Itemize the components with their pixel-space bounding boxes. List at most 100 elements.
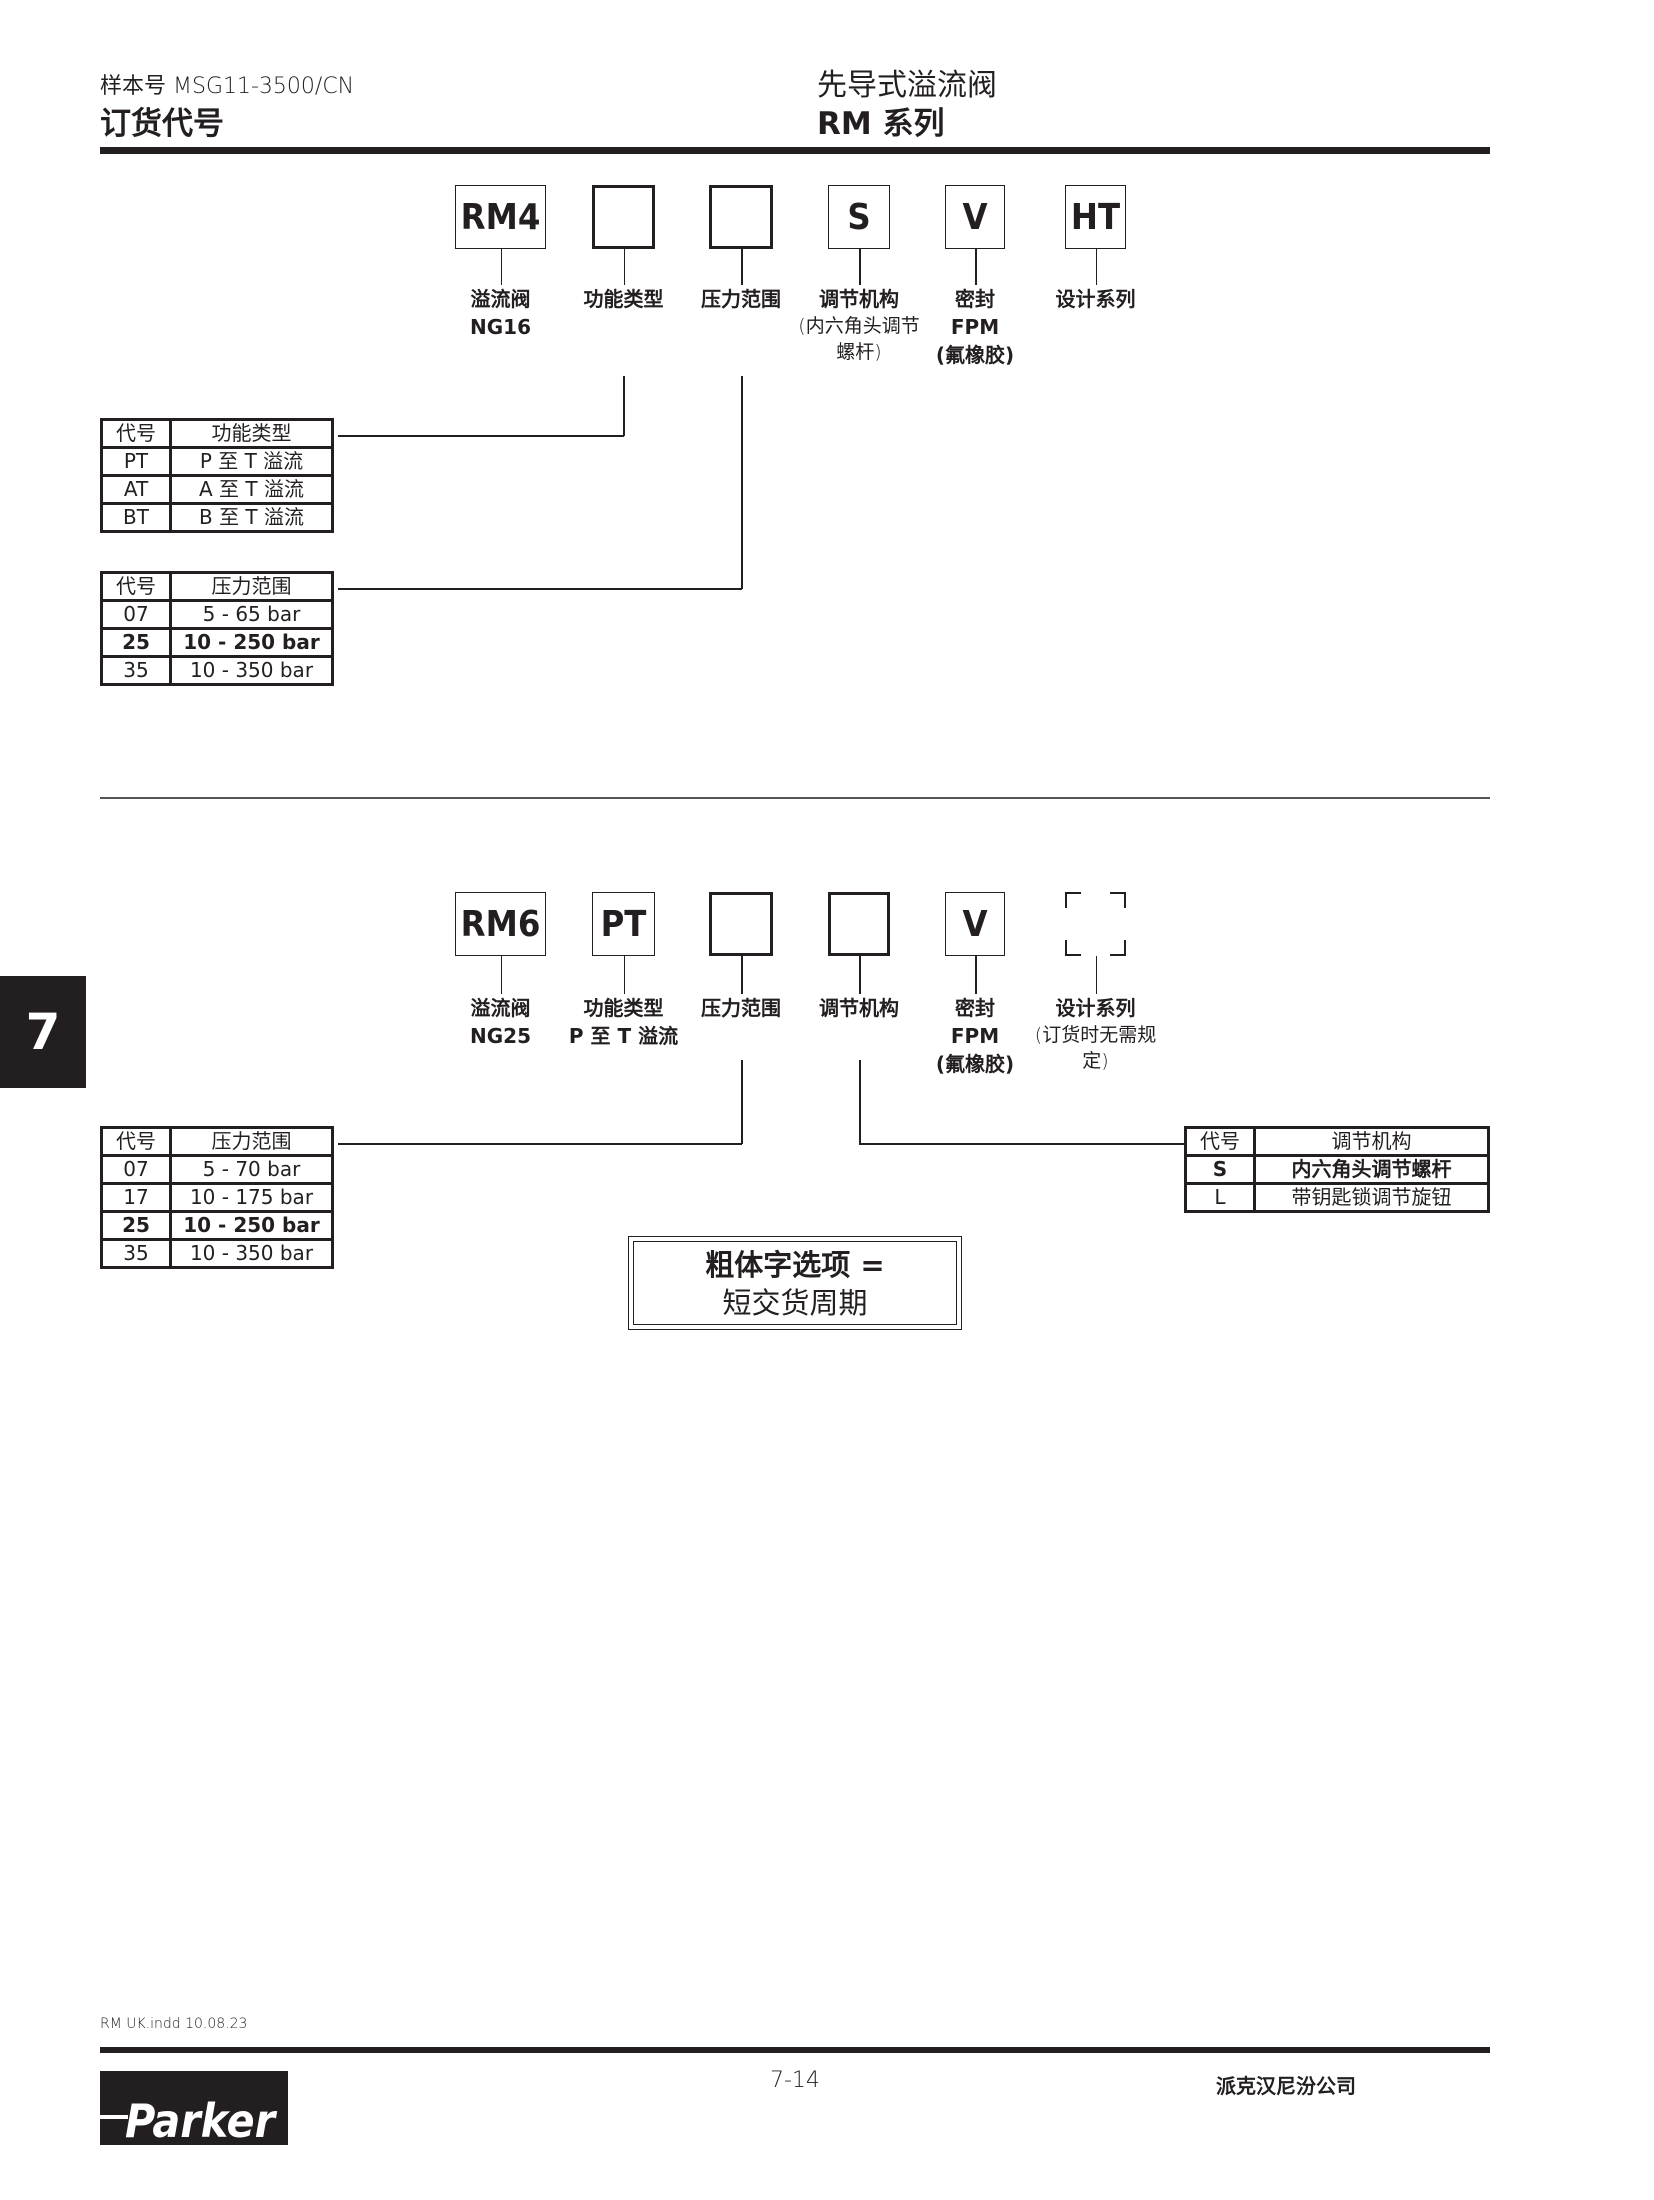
table-header: 代号压力范围	[100, 571, 334, 602]
label-main: 调节机构	[819, 287, 899, 311]
page-number: 7-14	[770, 2068, 820, 2093]
value-cell: P 至 T 溢流	[169, 446, 334, 477]
table-header: 代号压力范围	[100, 1126, 334, 1157]
table-header: 代号功能类型	[100, 418, 334, 449]
value-cell: A 至 T 溢流	[169, 474, 334, 505]
connector-line	[338, 435, 624, 437]
label-sub: FPM	[950, 1024, 1000, 1048]
table-header: 代号调节机构	[1184, 1126, 1490, 1157]
code-box-2	[592, 185, 655, 249]
connector-line	[741, 1060, 743, 1144]
code-leader-line	[975, 956, 977, 994]
dashed-corner	[1110, 892, 1126, 908]
label-main: 功能类型	[583, 287, 664, 311]
code-cell: S	[1184, 1154, 1256, 1185]
code-cell: 07	[100, 599, 172, 630]
label-sub2: (氟橡胶)	[935, 1052, 1015, 1076]
value-cell: 10 - 250 bar	[169, 627, 334, 658]
header-cell: 代号	[1184, 1126, 1256, 1157]
svg-text:Parker: Parker	[125, 2094, 278, 2145]
label-sub: NG16	[470, 315, 531, 339]
header-cell: 代号	[100, 1126, 172, 1157]
code-label-5: 密封 FPM (氟橡胶)	[910, 994, 1040, 1078]
header-rule	[100, 147, 1490, 154]
label-main: 溢流阀	[470, 287, 531, 311]
dashed-corner	[1110, 940, 1126, 956]
label-sub: FPM	[950, 315, 1000, 339]
connector-line	[741, 376, 743, 589]
connector-line	[623, 376, 625, 436]
code-box-4	[828, 892, 890, 956]
label-sub2: (氟橡胶)	[935, 343, 1015, 367]
note-line-1: 粗体字选项 =	[705, 1248, 885, 1282]
product-title: 先导式溢流阀	[817, 68, 997, 103]
code-box-5: V	[945, 892, 1005, 956]
section-divider	[100, 797, 1490, 799]
code-leader-line	[500, 956, 502, 994]
code-leader-line	[859, 956, 861, 994]
code-cell: 17	[100, 1182, 172, 1213]
label-main: 调节机构	[819, 996, 899, 1020]
code-box-5: V	[945, 185, 1005, 249]
label-note: (内六角头调节螺杆)	[798, 315, 920, 363]
series-title: RM 系列	[817, 106, 945, 142]
label-sub: NG25	[470, 1024, 531, 1048]
code-leader-line	[623, 249, 625, 285]
file-info: RM UK.indd 10.08.23	[100, 2016, 248, 2032]
code-cell: 25	[100, 1210, 172, 1241]
footer-rule	[100, 2047, 1490, 2053]
code-leader-line	[741, 249, 743, 285]
code-leader-line	[500, 249, 502, 285]
value-cell: 10 - 350 bar	[169, 655, 334, 686]
label-main: 设计系列	[1055, 996, 1136, 1020]
code-leader-line	[741, 956, 743, 994]
code-label-1: 溢流阀 NG25	[436, 994, 566, 1050]
header-cell: 压力范围	[169, 571, 334, 602]
connector-line	[859, 1060, 861, 1144]
code-box-6	[1065, 892, 1126, 956]
code-box-2: PT	[592, 892, 655, 956]
header-cell: 功能类型	[169, 418, 334, 449]
label-main: 压力范围	[701, 996, 781, 1020]
value-cell: B 至 T 溢流	[169, 502, 334, 533]
connector-line	[338, 1143, 742, 1145]
value-cell: 10 - 175 bar	[169, 1182, 334, 1213]
code-label-6: 设计系列	[1031, 285, 1161, 313]
label-main: 密封	[955, 287, 995, 311]
code-leader-line	[859, 249, 861, 285]
code-box-4: S	[828, 185, 890, 249]
code-box-6: HT	[1065, 185, 1126, 249]
code-cell: 07	[100, 1154, 172, 1185]
value-cell: 5 - 65 bar	[169, 599, 334, 630]
note-line-2: 短交货周期	[722, 1286, 868, 1320]
value-cell: 内六角头调节螺杆	[1253, 1154, 1490, 1185]
code-leader-line	[1095, 956, 1097, 994]
code-label-4: 调节机构 (内六角头调节螺杆)	[794, 285, 924, 365]
code-label-6: 设计系列(订货时无需规定)	[1031, 994, 1161, 1074]
code-label-1: 溢流阀 NG16	[436, 285, 566, 341]
value-cell: 5 - 70 bar	[169, 1154, 334, 1185]
code-box-3	[709, 892, 773, 956]
label-main: 密封	[955, 996, 995, 1020]
value-cell: 10 - 350 bar	[169, 1238, 334, 1269]
code-leader-line	[975, 249, 977, 285]
code-cell: BT	[100, 502, 172, 533]
label-main: 压力范围	[701, 287, 781, 311]
chapter-tab: 7	[0, 976, 86, 1088]
header-cell: 压力范围	[169, 1126, 334, 1157]
label-main: 溢流阀	[470, 996, 531, 1020]
dashed-corner	[1065, 940, 1081, 956]
code-label-4: 调节机构	[794, 994, 924, 1022]
